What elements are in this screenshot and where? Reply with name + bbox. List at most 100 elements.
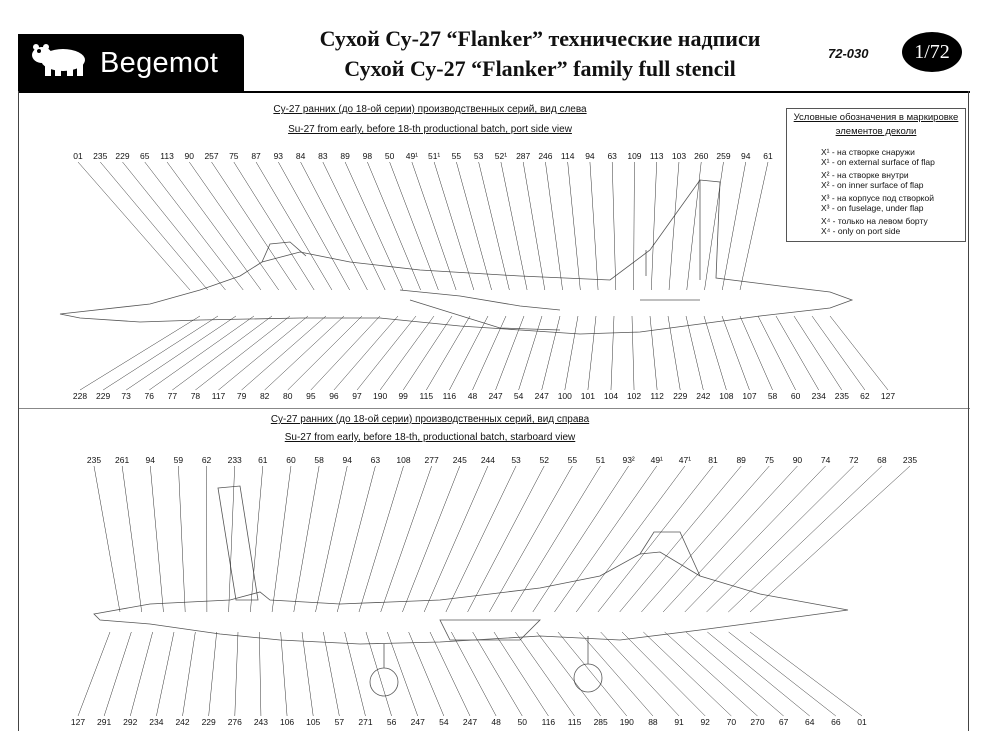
leader-line [643,631,732,717]
callout-number: 228 [72,391,88,401]
leader-line [510,465,601,613]
legend-item: X³ - на корпусе под створкой [821,193,934,203]
leader-line [336,465,376,613]
callout-number: 50 [517,717,527,727]
legend-item: X² - on inner surface of flap [821,180,924,190]
callout-number: 291 [97,717,112,727]
callout-number: 229 [95,391,111,401]
leader-line [433,161,475,291]
legend-item: X³ - on fuselage, under flap [821,203,924,213]
brand-logo: Begemot [18,34,244,92]
leader-line [293,465,320,613]
leader-line [668,161,680,291]
leader-line [189,161,279,291]
callout-number: 234 [811,391,826,401]
callout-number: 74 [820,455,831,465]
leader-line [228,465,235,613]
callout-number: 97 [352,391,362,401]
leader-line [411,161,457,291]
leader-line [600,631,680,717]
callout-number: 116 [541,717,556,727]
callout-number: 62 [201,455,212,465]
leader-line [389,161,439,291]
callout-number: 72 [848,455,859,465]
leader-line [811,315,866,391]
callout-number: 87 [251,151,261,161]
leader-line [472,631,523,717]
callout-number: 90 [792,455,803,465]
callout-number: 242 [696,391,711,401]
leader-line [739,315,773,391]
leader-line [423,465,489,613]
leader-line [280,631,288,717]
callout-number: 78 [190,391,201,401]
leader-line [587,315,597,391]
leader-line [358,465,404,613]
callout-number: 58 [767,391,778,401]
leader-line [144,161,244,291]
callout-number: 65 [140,151,150,161]
leader-line [686,161,702,291]
leader-line [532,465,629,613]
leader-line [728,631,837,717]
leader-line [489,465,573,613]
callout-number: 49¹ [405,151,419,161]
leader-line [271,465,292,613]
callout-number: 108 [719,391,734,401]
legend-box: Условные обозначения в маркировке элемен… [786,108,966,242]
leader-line [250,465,264,613]
callout-number: 89 [340,151,350,161]
callout-number: 64 [804,717,815,727]
leader-line [651,161,657,291]
callout-number: 94 [145,455,155,465]
starboard-side-aircraft [93,485,849,697]
callout-number: 105 [306,717,321,727]
leader-line [829,315,889,391]
leader-line [478,161,510,291]
leader-line [367,161,421,291]
leader-line [703,315,727,391]
callout-number: 47¹ [678,455,692,465]
leader-line [195,315,291,391]
leader-line [495,315,525,391]
callout-number: 79 [236,391,247,401]
callout-number: 62 [860,391,870,401]
leader-line [344,631,366,717]
leader-line [493,631,549,717]
leader-line [255,161,333,291]
leader-line [662,465,798,613]
leader-line [793,315,843,391]
callout-number: 113 [160,151,174,161]
callout-number: 94 [342,455,352,465]
leader-line [218,315,309,391]
leader-line [402,465,461,613]
leader-line [522,161,546,291]
callout-number: 96 [329,391,339,401]
starboard-caption-en: Su-27 from early, before 18-th, producti… [284,432,576,443]
callout-number: 114 [560,151,575,161]
hippo-icon [32,44,85,76]
callout-number: 94 [585,151,595,161]
port-side-aircraft [59,179,854,335]
callout-number: 107 [742,391,757,401]
leader-line [500,161,528,291]
callout-number: 54 [439,717,449,727]
leader-line [467,465,545,613]
leader-line [633,161,635,291]
leader-line [685,631,784,717]
callout-number: 55 [567,455,578,465]
callout-number: 235 [93,151,108,161]
leader-line [126,315,237,391]
leader-line [667,315,681,391]
callout-number: 277 [424,455,439,465]
leader-line [121,465,142,613]
leader-line [649,315,658,391]
callout-number: 58 [314,455,324,465]
callout-number: 285 [593,717,608,727]
leader-line [707,631,810,717]
leader-line [451,631,497,717]
callout-number: 83 [318,151,328,161]
leader-line [182,631,196,717]
legend-item: X² - на створке внутри [821,170,909,180]
callout-number: 80 [283,391,293,401]
